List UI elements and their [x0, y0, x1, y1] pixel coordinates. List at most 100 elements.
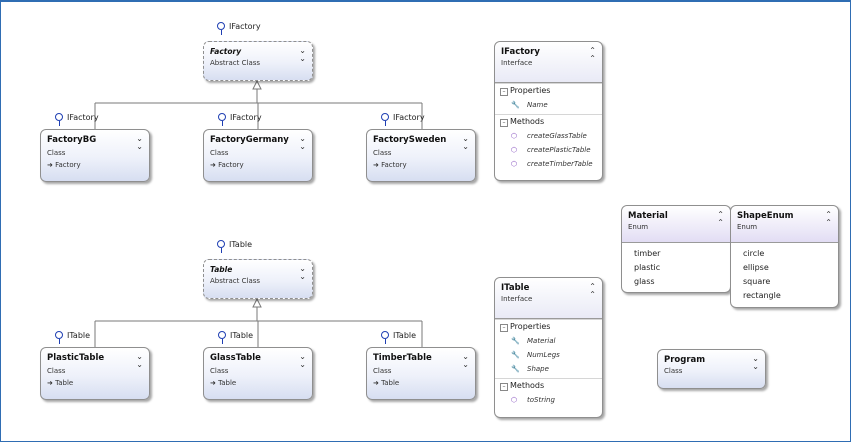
panel-title: ShapeEnum: [737, 211, 794, 221]
base-class: ➜ Table: [47, 379, 74, 387]
arrow-right-icon: ➜: [47, 161, 56, 169]
interface-lollipop-icon: [218, 331, 226, 339]
chevron-double-down-icon[interactable]: ⌄⌄: [136, 134, 143, 151]
methods-section[interactable]: –Methods: [495, 378, 602, 393]
collapse-icon[interactable]: –: [500, 88, 508, 96]
chevron-double-down-icon[interactable]: ⌄⌄: [299, 46, 306, 63]
interface-lollipop-icon: [55, 331, 63, 339]
class-glasstable[interactable]: GlassTable Class ➜ Table ⌄⌄: [203, 347, 313, 400]
class-kind: Class: [47, 149, 66, 157]
abstract-class-factory[interactable]: Factory Abstract Class ⌄⌄: [203, 41, 313, 81]
chevron-double-up-icon[interactable]: ⌃⌃: [717, 210, 724, 227]
method-item[interactable]: ⬡createPlasticTable: [511, 146, 591, 154]
chevron-double-up-icon[interactable]: ⌃⌃: [589, 282, 596, 299]
class-timbertable[interactable]: TimberTable Class ➜ Table ⌄⌄: [366, 347, 476, 400]
panel-header: ShapeEnum Enum ⌃⌃: [731, 206, 838, 243]
class-kind: Class: [373, 367, 392, 375]
interface-lollipop-icon: [217, 22, 225, 30]
enum-value[interactable]: circle: [743, 249, 765, 258]
interface-panel-itable[interactable]: ITable Interface ⌃⌃ –Properties 🔧Materia…: [494, 277, 603, 418]
panel-kind: Interface: [501, 59, 533, 67]
interface-label: IFactory: [393, 113, 425, 122]
wrench-icon: 🔧: [511, 337, 520, 345]
method-item[interactable]: ⬡createGlassTable: [511, 132, 587, 140]
interface-lollipop-icon: [381, 113, 389, 121]
enum-values: circle ellipse square rectangle: [731, 243, 838, 303]
enum-panel-material[interactable]: Material Enum ⌃⌃ timber plastic glass: [621, 205, 731, 293]
class-title: TimberTable: [373, 353, 432, 363]
wrench-icon: 🔧: [511, 101, 520, 109]
class-factorygermany[interactable]: FactoryGermany Class ➜ Factory ⌄⌄: [203, 129, 313, 182]
base-class: ➜ Table: [210, 379, 237, 387]
chevron-double-up-icon[interactable]: ⌃⌃: [825, 210, 832, 227]
methods-section[interactable]: –Methods: [495, 114, 602, 129]
enum-value[interactable]: glass: [634, 277, 655, 286]
cube-icon: ⬡: [511, 160, 518, 168]
collapse-icon[interactable]: –: [500, 119, 508, 127]
interface-panel-ifactory[interactable]: IFactory Interface ⌃⌃ –Properties 🔧Name …: [494, 41, 603, 181]
chevron-double-down-icon[interactable]: ⌄⌄: [299, 264, 306, 281]
class-factorysweden[interactable]: FactorySweden Class ➜ Factory ⌄⌄: [366, 129, 476, 182]
inherit-arrowhead: [252, 297, 262, 308]
class-kind: Class: [664, 367, 683, 375]
method-item[interactable]: ⬡createTimberTable: [511, 160, 593, 168]
properties-section[interactable]: –Properties: [495, 83, 602, 98]
method-item[interactable]: ⬡toString: [511, 396, 555, 404]
interface-label: ITable: [229, 240, 253, 249]
enum-value[interactable]: rectangle: [743, 291, 781, 300]
class-factorybg[interactable]: FactoryBG Class ➜ Factory ⌄⌄: [40, 129, 150, 182]
class-kind: Abstract Class: [210, 59, 261, 67]
panel-kind: Interface: [501, 295, 533, 303]
wrench-icon: 🔧: [511, 351, 520, 359]
chevron-double-down-icon[interactable]: ⌄⌄: [299, 352, 306, 369]
collapse-icon[interactable]: –: [500, 324, 508, 332]
chevron-double-down-icon[interactable]: ⌄⌄: [136, 352, 143, 369]
chevron-double-down-icon[interactable]: ⌄⌄: [462, 352, 469, 369]
enum-value[interactable]: plastic: [634, 263, 661, 272]
class-title: Factory: [210, 47, 242, 56]
class-title: FactoryGermany: [210, 135, 289, 145]
class-program[interactable]: Program Class ⌄⌄: [657, 349, 766, 389]
chevron-double-down-icon[interactable]: ⌄⌄: [462, 134, 469, 151]
cube-icon: ⬡: [511, 146, 518, 154]
wrench-icon: 🔧: [511, 365, 520, 373]
enum-values: timber plastic glass: [622, 243, 730, 289]
base-class: ➜ Factory: [47, 161, 81, 169]
enum-value[interactable]: square: [743, 277, 771, 286]
collapse-icon[interactable]: –: [500, 383, 508, 391]
panel-title: Material: [628, 211, 668, 221]
properties-section[interactable]: –Properties: [495, 319, 602, 334]
interface-label: IFactory: [230, 113, 262, 122]
property-item[interactable]: 🔧NumLegs: [511, 351, 560, 359]
panel-kind: Enum: [737, 223, 758, 231]
property-item[interactable]: 🔧Material: [511, 337, 556, 345]
property-item[interactable]: 🔧Name: [511, 101, 548, 109]
cube-icon: ⬡: [511, 396, 518, 404]
panel-header: ITable Interface ⌃⌃: [495, 278, 602, 319]
panel-kind: Enum: [628, 223, 649, 231]
arrow-right-icon: ➜: [373, 161, 382, 169]
arrow-right-icon: ➜: [210, 379, 219, 387]
panel-title: ITable: [501, 283, 530, 293]
property-item[interactable]: 🔧Shape: [511, 365, 549, 373]
interface-lollipop-icon: [218, 113, 226, 121]
chevron-double-down-icon[interactable]: ⌄⌄: [752, 354, 759, 371]
chevron-double-down-icon[interactable]: ⌄⌄: [299, 134, 306, 151]
inherit-arrowhead: [252, 79, 262, 90]
class-kind: Class: [47, 367, 66, 375]
base-class: ➜ Factory: [373, 161, 407, 169]
panel-header: IFactory Interface ⌃⌃: [495, 42, 602, 83]
class-plastictable[interactable]: PlasticTable Class ➜ Table ⌄⌄: [40, 347, 150, 400]
enum-panel-shapeenum[interactable]: ShapeEnum Enum ⌃⌃ circle ellipse square …: [730, 205, 839, 308]
chevron-double-up-icon[interactable]: ⌃⌃: [589, 46, 596, 63]
panel-title: IFactory: [501, 47, 540, 57]
interface-label: ITable: [67, 331, 91, 340]
class-kind: Abstract Class: [210, 277, 261, 285]
enum-value[interactable]: ellipse: [743, 263, 769, 272]
enum-value[interactable]: timber: [634, 249, 661, 258]
class-title: PlasticTable: [47, 353, 105, 363]
class-kind: Class: [210, 149, 229, 157]
abstract-class-table[interactable]: Table Abstract Class ⌄⌄: [203, 259, 313, 299]
